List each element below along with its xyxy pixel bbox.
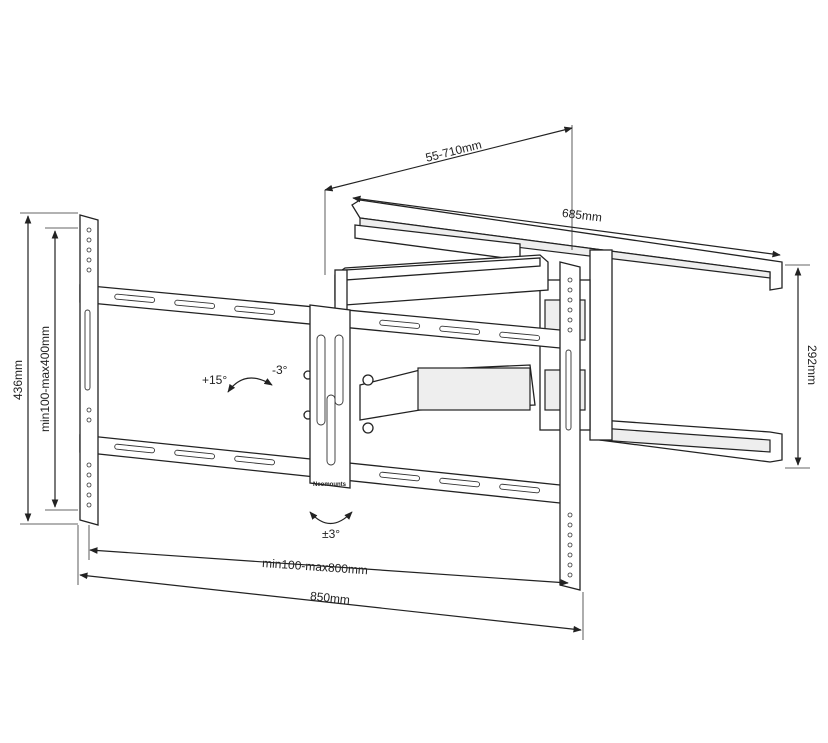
vesa-horizontal-label: min100-max800mm: [262, 556, 369, 577]
rotation-label: ±3°: [322, 527, 340, 541]
vesa-vertical-label: min100-max400mm: [38, 326, 52, 432]
right-vertical-rail: [559, 261, 581, 591]
tilt-down-label: -3°: [272, 363, 288, 377]
wall-plate-width-label: 685mm: [561, 206, 602, 225]
tilt-up-label: +15°: [202, 373, 227, 387]
wall-distance-label: 55-710mm: [424, 137, 483, 164]
total-width-label: 850mm: [309, 589, 350, 607]
brand-logo: Neomounts: [313, 482, 347, 488]
tilt-arrow-icon: [227, 377, 273, 393]
dimension-lines: [20, 125, 810, 640]
wall-plate-height-label: 292mm: [805, 345, 819, 385]
left-vertical-rail: [79, 214, 99, 526]
swing-arms: [303, 254, 549, 434]
rotation-arrow-icon: [309, 511, 353, 525]
center-tilt-plate: Neomounts: [309, 304, 351, 489]
total-height-label: 436mm: [11, 360, 25, 400]
